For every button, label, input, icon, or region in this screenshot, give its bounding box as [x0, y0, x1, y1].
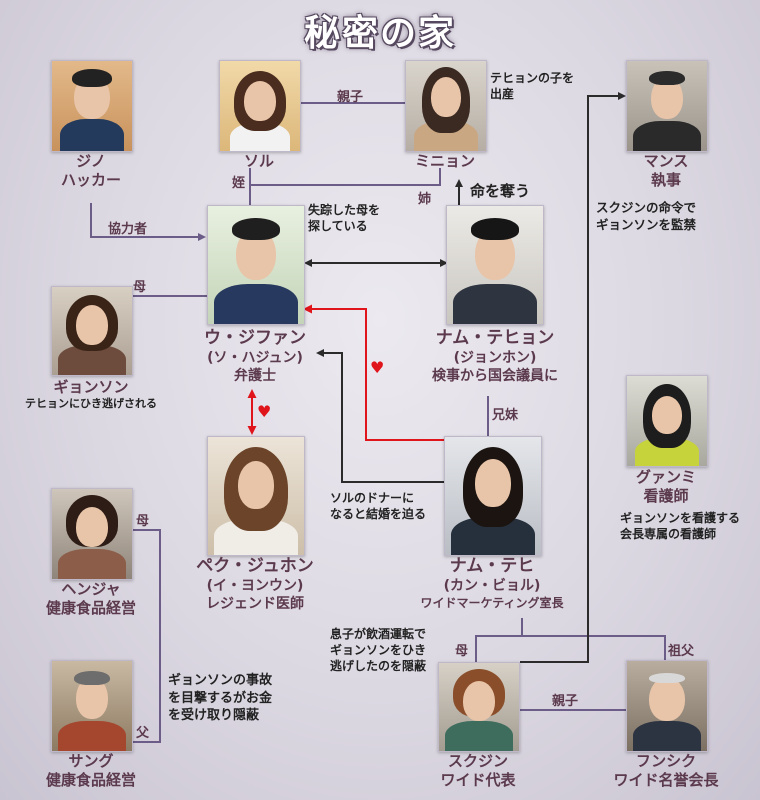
- alias-tehi: (カン・ビョル): [402, 578, 582, 596]
- alias-teheon: (ジョンホン): [410, 350, 580, 368]
- rel-parent-child-bottom: 親子: [552, 690, 578, 709]
- label-sol: ソル: [199, 152, 319, 171]
- name-gyonson: ギョンソン: [6, 378, 176, 397]
- name-jujuhon: ペク・ジュホン: [180, 556, 330, 578]
- note-jihwan-line2: 探している: [308, 218, 380, 234]
- note-minyon-line1: テヒョンの子を: [490, 70, 574, 86]
- photo-tehi: [444, 436, 542, 556]
- name-minyon: ミニョン: [385, 152, 505, 171]
- label-sang: サング 健康食品経営: [21, 752, 161, 790]
- note-minyon: テヒョンの子を 出産: [490, 70, 574, 102]
- role-sang: 健康食品経営: [21, 771, 161, 790]
- rel-sol-minyon: 親子: [337, 86, 363, 105]
- note-minyon-line2: 出産: [490, 86, 574, 102]
- name-gwanmi: グァンミ: [606, 468, 726, 487]
- note-tehi-line2: なると結婚を迫る: [330, 506, 426, 522]
- rel-take-life: 命を奪う: [470, 180, 530, 201]
- photo-teheon: [446, 205, 544, 325]
- alias-jujuhon: (イ・ヨンウン): [180, 578, 330, 596]
- rel-niece: 姪: [232, 172, 245, 191]
- note-tehi: ソルのドナーに なると結婚を迫る: [330, 490, 426, 522]
- name-tehi: ナム・テヒ: [402, 556, 582, 578]
- role-tehi: ワイドマーケティング室長: [402, 596, 582, 611]
- note-jihwan-line1: 失踪した母を: [308, 202, 380, 218]
- photo-funsik: [626, 660, 708, 752]
- note-sukujin-line3: 逃げしたのを隠蔽: [330, 658, 426, 674]
- label-funsik: フンシク ワイド名誉会長: [596, 752, 736, 790]
- note-gwanmi-line1: ギョンソンを看護する: [620, 510, 740, 526]
- note-sukujin-line1: 息子が飲酒運転で: [330, 626, 426, 642]
- rel-siblings: 兄妹: [492, 404, 518, 423]
- alias-jihwan: (ソ・ハジュン): [180, 350, 330, 368]
- role-mansu: 執事: [606, 171, 726, 190]
- note-sukujin-line2: ギョンソンをひき: [330, 642, 426, 658]
- note-sang-line2: を目撃するがお金: [168, 690, 272, 708]
- label-jihwan: ウ・ジファン (ソ・ハジュン) 弁護士: [180, 328, 330, 386]
- note-sang-line3: を受け取り隠蔽: [168, 707, 272, 725]
- note-mansu-line2: ギョンソンを監禁: [596, 217, 696, 234]
- note-sang-line1: ギョンソンの事故: [168, 672, 272, 690]
- note-mansu: スクジンの命令で ギョンソンを監禁: [596, 200, 696, 234]
- photo-jihwan: [207, 205, 305, 325]
- heart-jihwan-jujuhon: ♥: [257, 402, 271, 421]
- rel-collaborator: 協力者: [108, 218, 147, 237]
- name-sol: ソル: [199, 152, 319, 171]
- photo-gyonson: [51, 286, 133, 376]
- photo-jino: [51, 60, 133, 152]
- photo-jujuhon: [207, 436, 305, 556]
- line-henja-bracket: [133, 530, 160, 742]
- name-sang: サング: [21, 752, 161, 771]
- label-teheon: ナム・テヒョン (ジョンホン) 検事から国会議員に: [410, 328, 580, 386]
- name-teheon: ナム・テヒョン: [410, 328, 580, 350]
- photo-mansu: [626, 60, 708, 152]
- label-henja: ヘンジャ 健康食品経営: [21, 580, 161, 618]
- photo-henja: [51, 488, 133, 580]
- label-tehi: ナム・テヒ (カン・ビョル) ワイドマーケティング室長: [402, 556, 582, 611]
- name-henja: ヘンジャ: [21, 580, 161, 599]
- label-minyon: ミニョン: [385, 152, 505, 171]
- rel-grandfather: 祖父: [668, 640, 694, 659]
- label-gyonson: ギョンソン テヒョンにひき逃げされる: [6, 378, 176, 412]
- photo-gwanmi: [626, 375, 708, 467]
- label-mansu: マンス 執事: [606, 152, 726, 190]
- role-sukujin: ワイド代表: [418, 771, 538, 790]
- role-jihwan: 弁護士: [180, 368, 330, 386]
- role-henja: 健康食品経営: [21, 599, 161, 618]
- heart-tehi-jihwan: ♥: [370, 358, 384, 377]
- rel-father-sang: 父: [136, 722, 149, 741]
- label-sukujin: スクジン ワイド代表: [418, 752, 538, 790]
- photo-minyon: [405, 60, 487, 152]
- label-gwanmi: グァンミ 看護師: [606, 468, 726, 506]
- note-mansu-line1: スクジンの命令で: [596, 200, 696, 217]
- photo-sukujin: [438, 662, 520, 752]
- rel-mother-henja: 母: [136, 510, 149, 529]
- note-sukujin: 息子が飲酒運転で ギョンソンをひき 逃げしたのを隠蔽: [330, 626, 426, 675]
- photo-sang: [51, 660, 133, 752]
- label-jino: ジノ ハッカー: [31, 152, 151, 190]
- name-jihwan: ウ・ジファン: [180, 328, 330, 350]
- note-sang: ギョンソンの事故 を目撃するがお金 を受け取り隠蔽: [168, 672, 272, 725]
- note-tehi-line1: ソルのドナーに: [330, 490, 426, 506]
- rel-mother-gyonson: 母: [133, 276, 146, 295]
- note-gwanmi: ギョンソンを看護する 会長専属の看護師: [620, 510, 740, 542]
- role-funsik: ワイド名誉会長: [596, 771, 736, 790]
- name-sukujin: スクジン: [418, 752, 538, 771]
- name-jino: ジノ: [31, 152, 151, 171]
- note-gyonson: テヒョンにひき逃げされる: [6, 397, 176, 412]
- role-teheon: 検事から国会議員に: [410, 368, 580, 386]
- name-funsik: フンシク: [596, 752, 736, 771]
- label-jujuhon: ペク・ジュホン (イ・ヨンウン) レジェンド医師: [180, 556, 330, 614]
- role-jujuhon: レジェンド医師: [180, 596, 330, 614]
- rel-sister: 姉: [418, 188, 431, 207]
- photo-sol: [219, 60, 301, 152]
- role-gwanmi: 看護師: [606, 487, 726, 506]
- role-jino: ハッカー: [31, 171, 151, 190]
- rel-mother-sukujin: 母: [455, 640, 468, 659]
- name-mansu: マンス: [606, 152, 726, 171]
- note-gwanmi-line2: 会長専属の看護師: [620, 526, 740, 542]
- note-jihwan: 失踪した母を 探している: [308, 202, 380, 234]
